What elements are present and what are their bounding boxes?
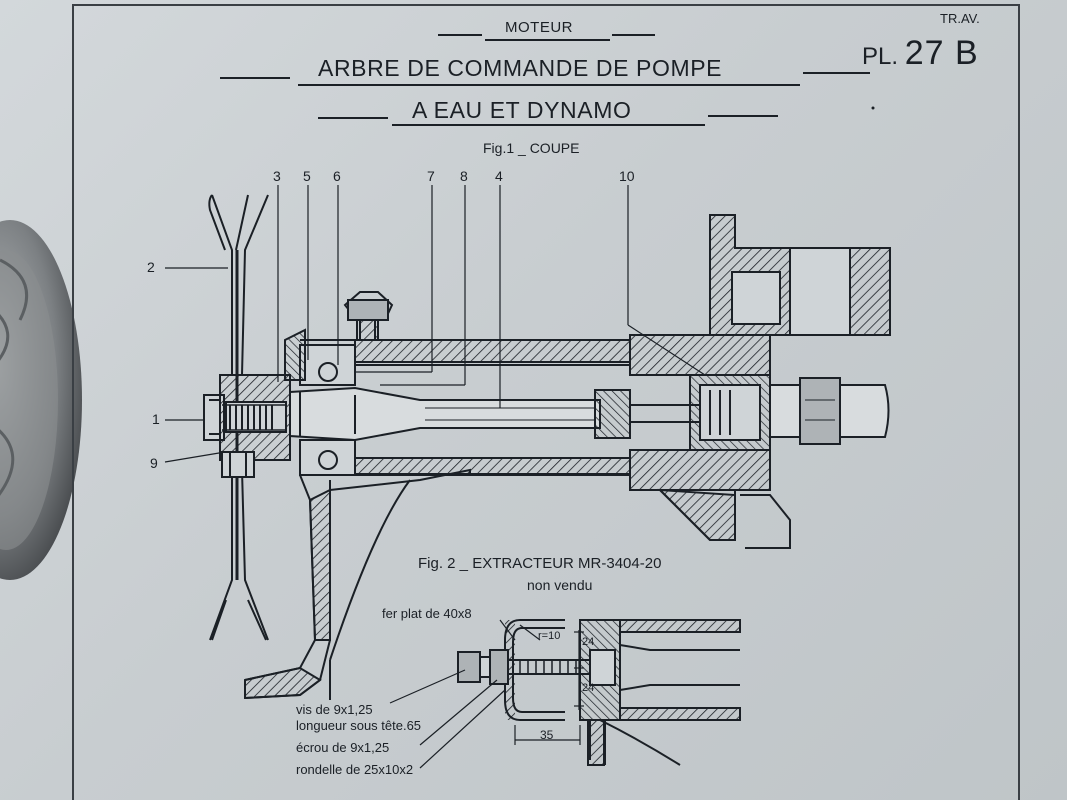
label-vis: vis de 9x1,25 (296, 702, 373, 717)
label-rondelle: rondelle de 25x10x2 (296, 762, 414, 777)
figure2-drawing (329, 619, 741, 766)
plate-number: 27 B (904, 34, 979, 72)
figure1-leaders (164, 185, 706, 463)
callout-1: 1 (152, 411, 160, 427)
plate-border (72, 4, 1020, 800)
figure2-leaders (389, 619, 584, 769)
figure1-drawing (203, 194, 891, 700)
callout-9: 9 (150, 455, 158, 471)
callout-2: 2 (147, 259, 155, 275)
dim-width: 35 (540, 728, 554, 742)
header-rules (220, 34, 870, 126)
plate-id: PL. 27 B (862, 34, 979, 73)
title-line-2: A EAU ET DYNAMO (412, 97, 632, 123)
label-ecrou: écrou de 9x1,25 (296, 740, 390, 755)
dim-radius: r=10 (538, 630, 561, 642)
coin-object (0, 220, 82, 580)
dim-lower: 24 (582, 682, 595, 694)
plate-prefix: PL. (862, 43, 899, 70)
callout-10: 10 (619, 168, 635, 184)
callout-7: 7 (427, 168, 435, 184)
figure2-subcaption: non vendu (527, 577, 593, 593)
section-label: MOTEUR (505, 19, 573, 36)
label-vis-length: longueur sous tête.65 (296, 718, 422, 733)
figure2-caption: Fig. 2 _ EXTRACTEUR MR-3404-20 (418, 555, 662, 572)
callout-4: 4 (495, 168, 503, 184)
callout-6: 6 (333, 168, 341, 184)
corner-label: TR.AV. (940, 11, 980, 26)
callout-5: 5 (303, 168, 311, 184)
label-fer-plat: fer plat de 40x8 (382, 606, 472, 621)
title-line-1: ARBRE DE COMMANDE DE POMPE (318, 55, 723, 81)
callout-3: 3 (273, 168, 281, 184)
dim-upper: 24 (582, 636, 595, 648)
callout-8: 8 (460, 168, 468, 184)
figure1-caption: Fig.1 _ COUPE (483, 140, 580, 156)
